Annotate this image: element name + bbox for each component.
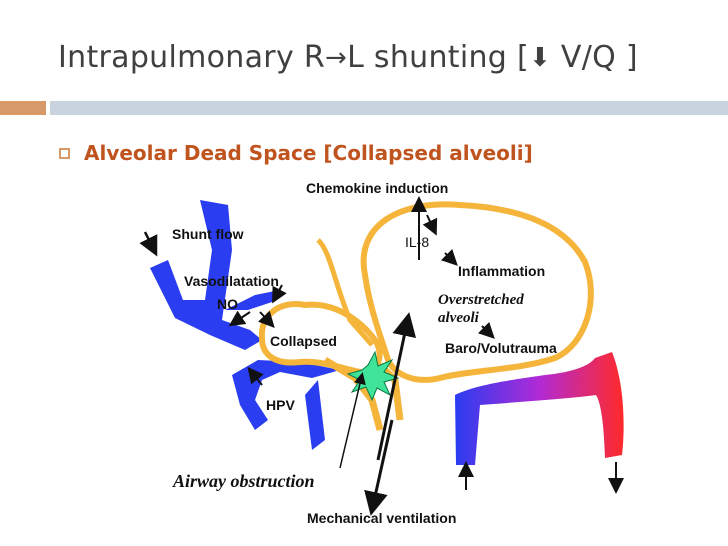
il8-arrow	[422, 214, 438, 236]
label-inflammation: Inflammation	[458, 263, 545, 279]
right-arrow-icon: →	[324, 43, 348, 73]
label-collapsed: Collapsed	[270, 333, 337, 349]
airway-tube-upper	[316, 238, 374, 347]
shunt-flow-arrow	[139, 231, 158, 257]
inflammation-arrow	[440, 248, 458, 266]
airway-arrow	[339, 372, 366, 469]
pulmonary-vein	[455, 352, 624, 465]
bullet-text: Alveolar Dead Space [Collapsed alveoli]	[84, 141, 533, 165]
bullet-square-icon	[59, 148, 70, 159]
vasodilatation-arrow	[272, 284, 287, 304]
mechanical-arrow-up	[376, 312, 417, 461]
overstretched-arrow	[477, 321, 495, 339]
label-no: NO	[217, 296, 238, 312]
mechanical-arrow-down	[364, 419, 394, 516]
title-part-1: Intrapulmonary R	[58, 40, 325, 75]
overstretched-alveolus	[360, 201, 594, 383]
slide-title: Intrapulmonary R→L shunting [⬇ V/Q ]	[58, 40, 638, 75]
no-arrow-left	[228, 310, 251, 327]
title-part-2: L shunting [	[347, 40, 529, 75]
hpv-arrow	[247, 366, 264, 386]
label-shunt-flow: Shunt flow	[172, 226, 244, 242]
hpv-vessel	[232, 360, 340, 430]
label-il8: IL-8	[405, 234, 429, 250]
shunt-vessel	[150, 200, 262, 350]
label-mechanical-ventilation: Mechanical ventilation	[307, 510, 456, 526]
label-vasodilatation: Vasodilatation	[184, 273, 279, 289]
label-airway-obstruction: Airway obstruction	[172, 471, 315, 491]
collapsed-alveolus	[258, 301, 383, 376]
label-overstretched-1: Overstretched	[438, 292, 524, 308]
label-barotrauma: Baro/Volutrauma	[445, 340, 557, 356]
accent-block	[0, 101, 46, 115]
hpv-vessel-tip	[305, 380, 325, 450]
shunt-vessel-branch	[225, 290, 280, 310]
no-arrow-right	[257, 310, 275, 328]
accent-bar	[50, 101, 728, 115]
label-overstretched-2: alveoli	[438, 310, 480, 326]
title-part-3: V/Q ]	[551, 40, 638, 75]
label-chemokine: Chemokine induction	[306, 180, 448, 196]
down-arrow-icon: ⬇	[529, 43, 552, 73]
obstruction-burst-icon	[346, 350, 400, 402]
airway-tube-left	[323, 356, 384, 431]
label-hpv: HPV	[266, 397, 295, 413]
